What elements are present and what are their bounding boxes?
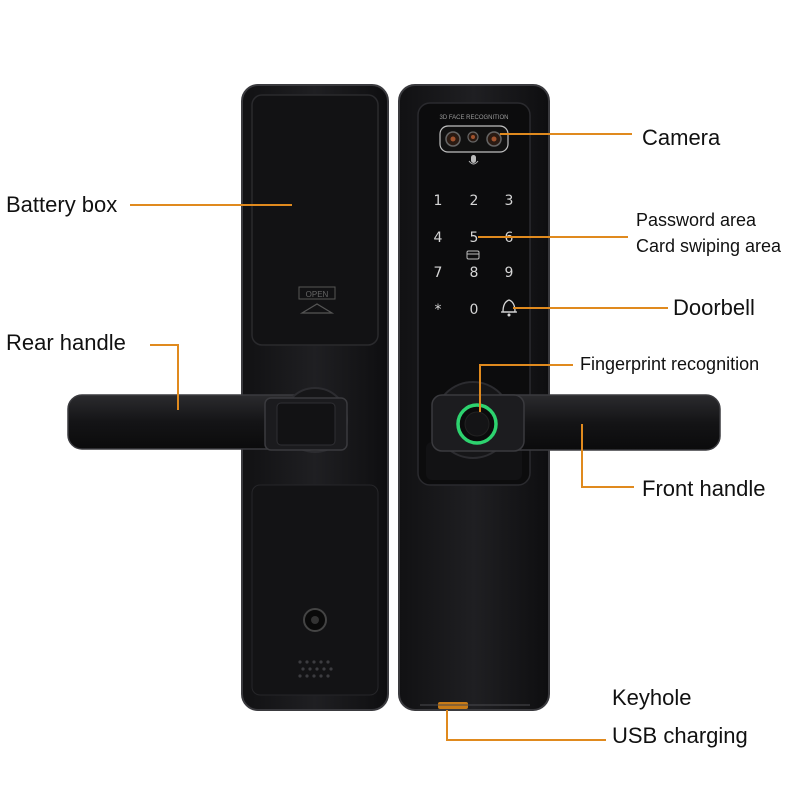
label-battery-box: Battery box (6, 192, 118, 217)
key-8[interactable]: 8 (470, 265, 479, 281)
card-icon (466, 250, 480, 260)
label-keyhole: Keyhole (612, 685, 692, 710)
label-password-area: Password area (636, 210, 757, 230)
label-rear-handle: Rear handle (6, 330, 126, 355)
microphone-icon (468, 155, 479, 165)
svg-text:OPEN: OPEN (306, 290, 329, 299)
key-1[interactable]: 1 (434, 193, 443, 209)
key-9[interactable]: 9 (505, 265, 514, 281)
key-4[interactable]: 4 (434, 230, 443, 246)
label-camera: Camera (642, 125, 721, 150)
leader-front-handle (581, 424, 634, 488)
open-label: OPEN (298, 286, 336, 300)
key-7[interactable]: 7 (434, 265, 443, 281)
leader-rear-handle (150, 344, 179, 410)
label-doorbell: Doorbell (673, 295, 755, 320)
arrow-up-icon (299, 303, 335, 314)
key-2[interactable]: 2 (470, 193, 479, 209)
keyhole-icon (303, 608, 327, 632)
leader-lines (130, 133, 668, 741)
key-5[interactable]: 5 (470, 230, 479, 246)
label-usb-charging: USB charging (612, 723, 748, 748)
battery-box-cover[interactable] (251, 94, 379, 346)
leader-usb (446, 710, 606, 741)
label-front-handle: Front handle (642, 476, 766, 501)
key-star[interactable]: * (435, 302, 442, 318)
rear-handle[interactable] (67, 387, 348, 453)
camera-lens-icon (445, 131, 502, 147)
label-card-area: Card swiping area (636, 236, 782, 256)
key-3[interactable]: 3 (505, 193, 514, 209)
panel-caption: 3D FACE RECOGNITION (439, 115, 508, 121)
speaker-grille-icon (298, 660, 333, 678)
label-fingerprint: Fingerprint recognition (580, 354, 760, 374)
key-0[interactable]: 0 (470, 302, 479, 318)
fingerprint-icon[interactable] (456, 403, 498, 445)
leader-fingerprint (479, 364, 573, 412)
